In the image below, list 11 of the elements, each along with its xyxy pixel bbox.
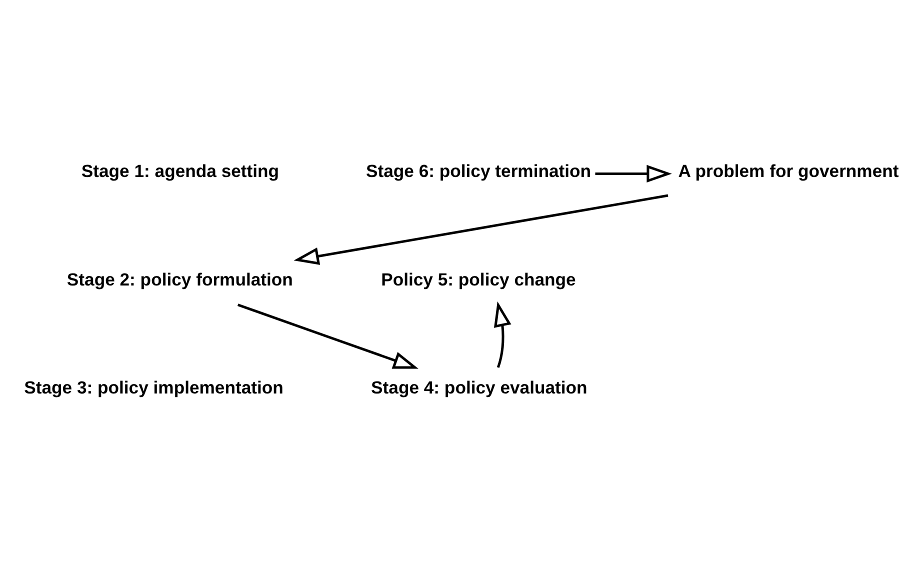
node-text: Stage 3: policy implementation: [24, 377, 284, 398]
node-text: Stage 1: agenda setting: [81, 160, 280, 181]
node-text: Stage 6: policy termination: [366, 160, 592, 181]
node-text: Policy 5: policy change: [381, 268, 576, 289]
arrow: [595, 164, 672, 182]
arrow: [294, 194, 668, 264]
node-text: Stage 2: policy formulation: [66, 268, 293, 289]
node-text: Stage 4: policy evaluation: [371, 377, 588, 398]
arrow: [494, 300, 512, 368]
arrow: [237, 303, 418, 368]
node-text: A problem for government: [678, 160, 899, 181]
